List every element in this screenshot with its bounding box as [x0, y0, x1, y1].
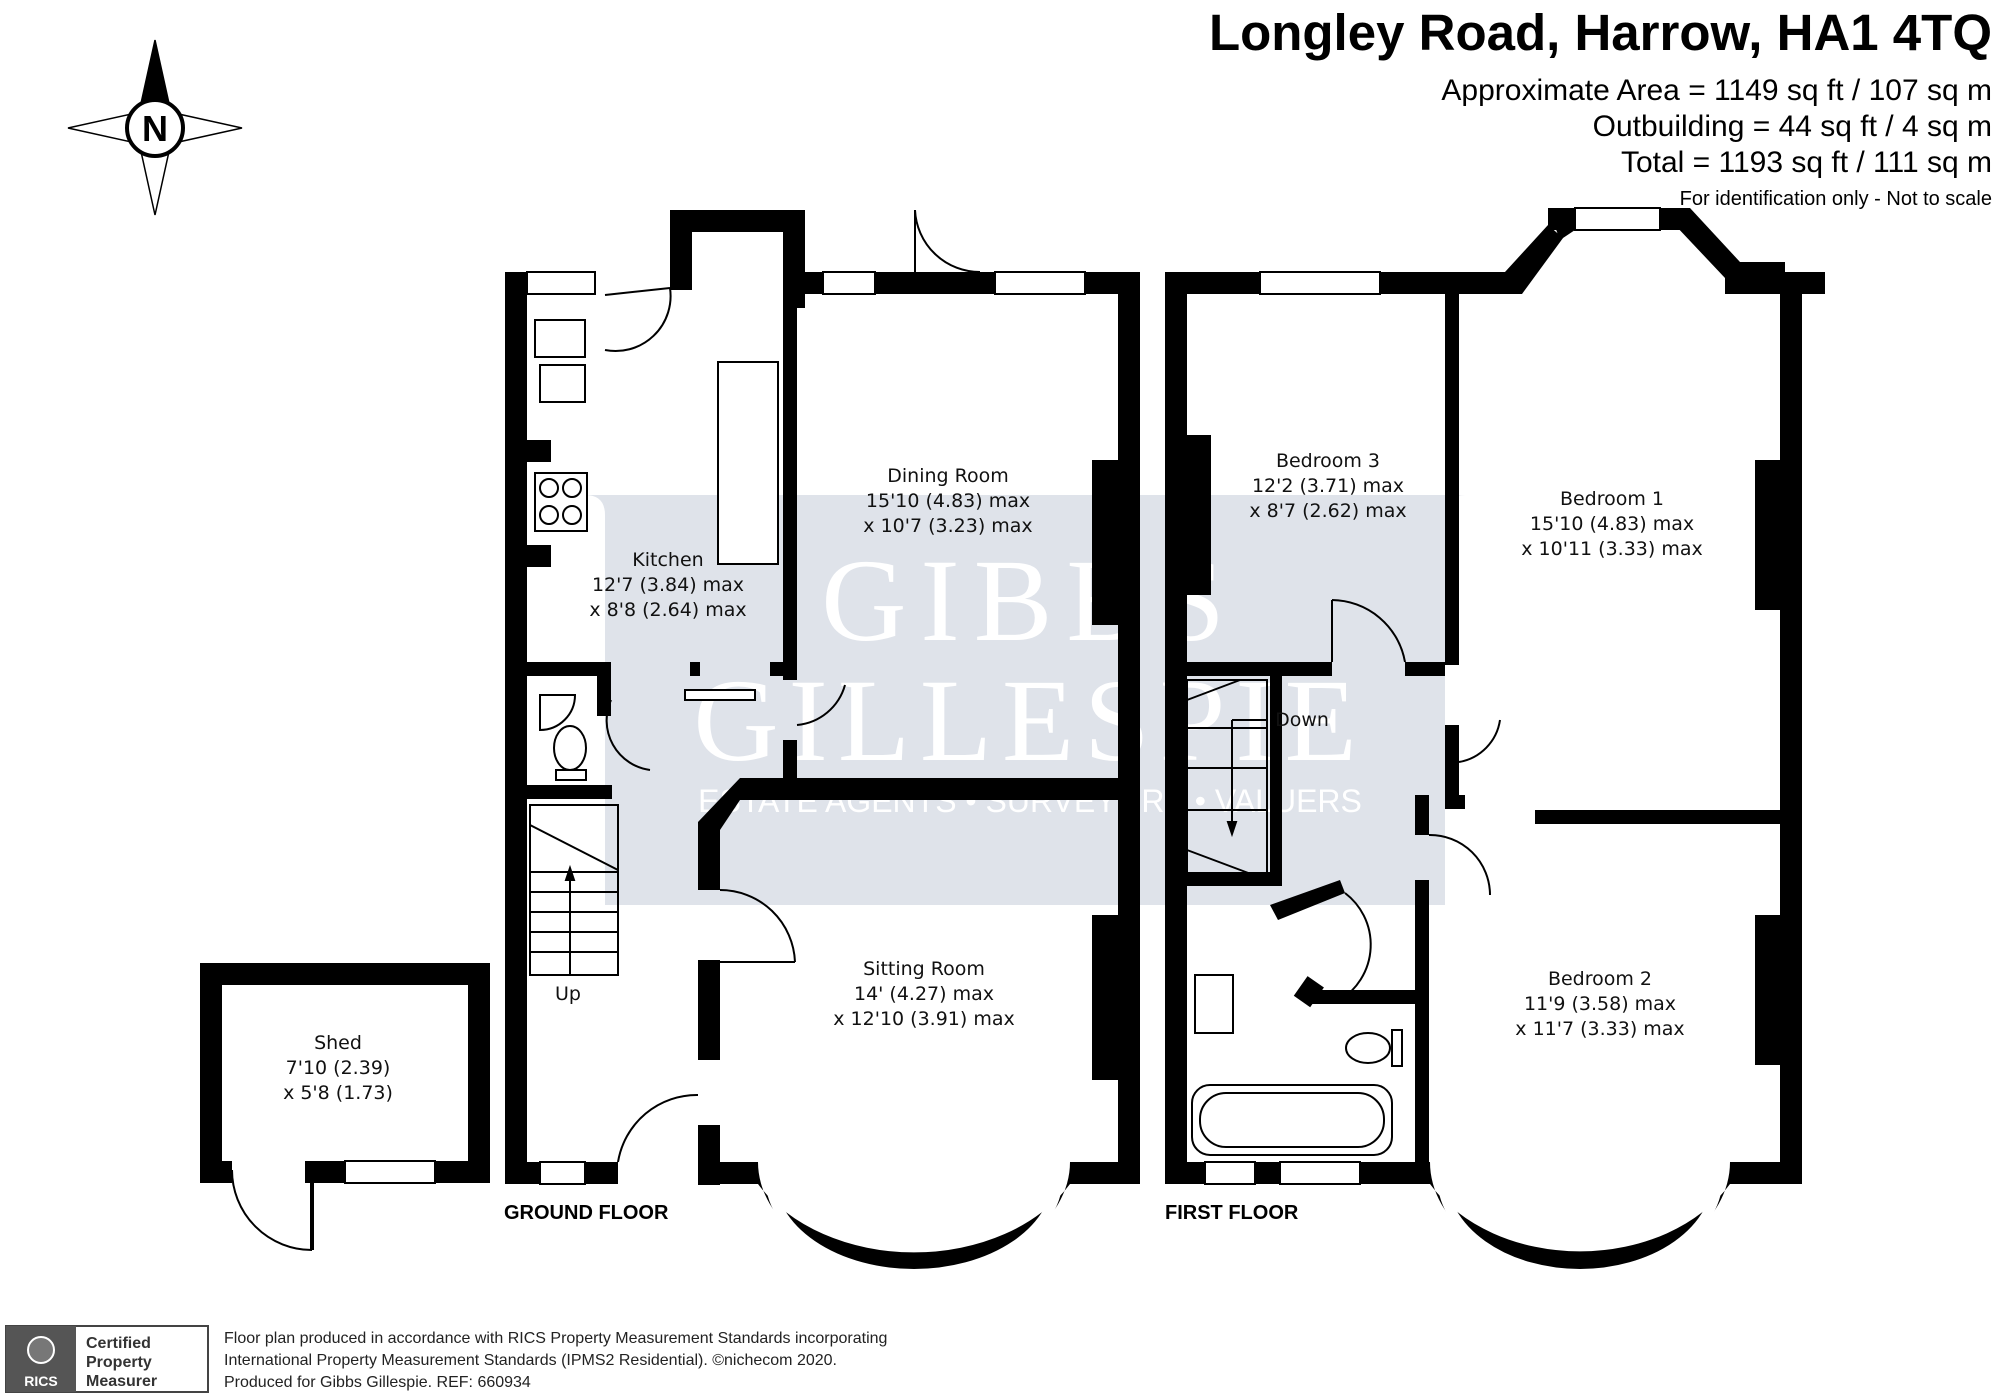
bedroom2-name: Bedroom 2	[1548, 968, 1652, 990]
bedroom3-dim2: x 8'7 (2.62) max	[1249, 500, 1406, 522]
bedroom2-dim2: x 11'7 (3.33) max	[1515, 1018, 1684, 1040]
room-label-bedroom3: Bedroom 3 12'2 (3.71) max x 8'7 (2.62) m…	[1249, 450, 1406, 522]
bedroom1-dim2: x 10'11 (3.33) max	[1521, 538, 1702, 560]
stairs-up-label: Up	[555, 983, 581, 1005]
watermark: GIBBS GILLESPIE ESTATE AGENTS • SURVEYOR…	[585, 495, 1465, 905]
approx-area: Approximate Area = 1149 sq ft / 107 sq m	[1441, 74, 1992, 107]
sitting-dim2: x 12'10 (3.91) max	[833, 1008, 1014, 1030]
rics-badge: RICS Certified Property Measurer	[5, 1325, 209, 1393]
disclaimer: For identification only - Not to scale	[1680, 188, 1992, 210]
shed-name: Shed	[314, 1032, 362, 1054]
dining-dim2: x 10'7 (3.23) max	[863, 515, 1032, 537]
kitchen-dim1: 12'7 (3.84) max	[592, 574, 744, 596]
sitting-dim1: 14' (4.27) max	[854, 983, 994, 1005]
bedroom1-dim1: 15'10 (4.83) max	[1530, 513, 1694, 535]
kitchen-dim2: x 8'8 (2.64) max	[589, 599, 746, 621]
bedroom1-name: Bedroom 1	[1560, 488, 1664, 510]
watermark-line1: GIBBS	[821, 535, 1239, 666]
room-label-dining: Dining Room 15'10 (4.83) max x 10'7 (3.2…	[863, 465, 1032, 537]
room-label-bedroom2: Bedroom 2 11'9 (3.58) max x 11'7 (3.33) …	[1515, 968, 1684, 1040]
stairs-down-label: Down	[1275, 709, 1329, 731]
room-label-kitchen: Kitchen 12'7 (3.84) max x 8'8 (2.64) max	[589, 549, 746, 621]
compass-icon: N	[67, 39, 243, 216]
first-floor-plan	[1165, 207, 1825, 1279]
bedroom2-dim1: 11'9 (3.58) max	[1524, 993, 1676, 1015]
bedroom3-dim1: 12'2 (3.71) max	[1252, 475, 1404, 497]
dining-dim1: 15'10 (4.83) max	[866, 490, 1030, 512]
bedroom3-name: Bedroom 3	[1276, 450, 1380, 472]
footer-line2: International Property Measurement Stand…	[224, 1352, 837, 1369]
dining-name: Dining Room	[887, 465, 1008, 487]
kitchen-name: Kitchen	[632, 549, 703, 571]
ground-floor-label: GROUND FLOOR	[504, 1202, 669, 1224]
room-label-bedroom1: Bedroom 1 15'10 (4.83) max x 10'11 (3.33…	[1521, 488, 1702, 560]
footer-line3: Produced for Gibbs Gillespie. REF: 66093…	[224, 1374, 531, 1391]
outbuilding-area: Outbuilding = 44 sq ft / 4 sq m	[1593, 110, 1992, 143]
room-label-sitting: Sitting Room 14' (4.27) max x 12'10 (3.9…	[833, 958, 1014, 1030]
rics-logo-text: RICS	[24, 1373, 57, 1389]
shed-dim2: x 5'8 (1.73)	[283, 1082, 393, 1104]
sitting-name: Sitting Room	[863, 958, 985, 980]
footer-line1: Floor plan produced in accordance with R…	[224, 1330, 887, 1347]
shed-plan	[200, 963, 490, 1251]
ground-floor-plan	[505, 209, 1140, 1279]
compass-letter: N	[142, 108, 168, 149]
badge-bot: Measurer	[86, 1373, 157, 1390]
badge-top: Certified	[86, 1335, 151, 1352]
badge-mid: Property	[86, 1354, 152, 1371]
room-label-shed: Shed 7'10 (2.39) x 5'8 (1.73)	[283, 1032, 393, 1104]
total-area: Total = 1193 sq ft / 111 sq m	[1621, 146, 1992, 179]
shed-dim1: 7'10 (2.39)	[286, 1057, 391, 1079]
first-floor-label: FIRST FLOOR	[1165, 1202, 1299, 1224]
page-title: Longley Road, Harrow, HA1 4TQ	[1209, 4, 1992, 61]
